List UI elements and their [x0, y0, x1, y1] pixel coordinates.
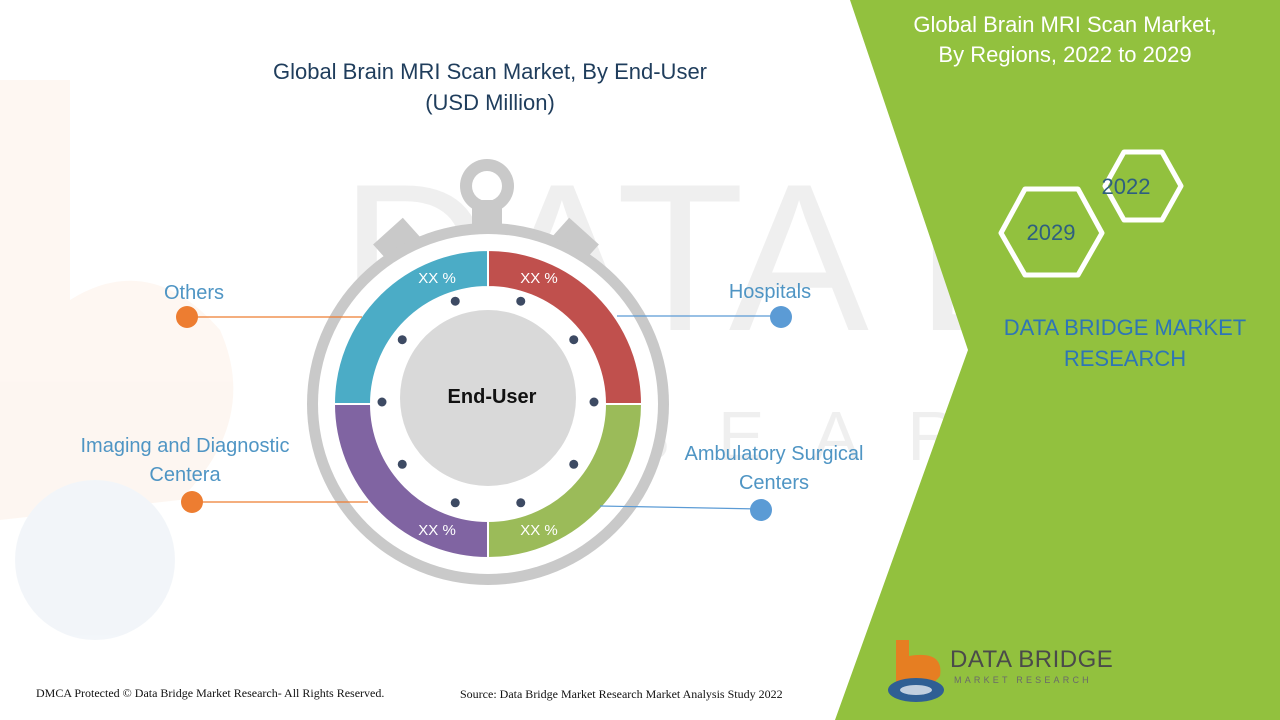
- dial-dot: [516, 498, 526, 508]
- chart-title: Global Brain MRI Scan Market, By End-Use…: [190, 56, 790, 118]
- dial-dots: [377, 296, 599, 508]
- dial-dot: [569, 459, 579, 469]
- dial-dot: [397, 459, 407, 469]
- donut-label-imaging-and-diagnostic-centera: XX %: [418, 522, 456, 539]
- label-imaging: Imaging and Diagnostic Centera: [50, 432, 320, 490]
- end-user-donut: XX % XX % XX % XX %: [332, 248, 644, 560]
- label-imaging-line2: Centera: [149, 464, 221, 486]
- hexagon-2029: [998, 186, 1105, 278]
- hex-year-2022: 2022: [1101, 174, 1151, 199]
- label-imaging-line1: Imaging and Diagnostic: [80, 435, 290, 457]
- chart-title-line2: (USD Million): [425, 90, 555, 115]
- donut-label-ambulatory-surgical-centers: XX %: [520, 522, 558, 539]
- marker-ambulatory: [750, 499, 772, 521]
- green-panel: [835, 0, 1280, 720]
- regions-title-line2: By Regions, 2022 to 2029: [938, 42, 1192, 67]
- data-bridge-logo-icon: [888, 640, 944, 702]
- marker-imaging: [181, 491, 203, 513]
- logo-name: DATA BRIDGE: [950, 646, 1114, 673]
- dial-dot: [516, 296, 526, 306]
- donut-center-label: End-User: [447, 386, 537, 408]
- brand-label-line2: RESEARCH: [1063, 346, 1187, 371]
- brand-label: DATA BRIDGE MARKET RESEARCH: [985, 312, 1265, 374]
- donut-label-others: XX %: [418, 270, 456, 287]
- hex-year-2029: 2029: [1026, 220, 1076, 245]
- chart-title-line1: Global Brain MRI Scan Market, By End-Use…: [272, 59, 708, 84]
- stopwatch-center-disc: [400, 310, 576, 486]
- dial-dot: [569, 335, 579, 345]
- brand-label-line1: DATA BRIDGE MARKET: [1003, 315, 1247, 340]
- leader-line-ambulatory: [599, 505, 761, 510]
- dial-dot: [377, 397, 387, 407]
- marker-hospitals: [770, 306, 792, 328]
- dial-dot: [397, 335, 407, 345]
- marker-others: [176, 306, 198, 328]
- regions-title: Global Brain MRI Scan Market, By Regions…: [880, 10, 1250, 70]
- label-hospitals: Hospitals: [728, 281, 812, 303]
- footer-copyright: DMCA Protected © Data Bridge Market Rese…: [36, 686, 385, 700]
- dial-dot: [450, 296, 460, 306]
- label-ambulatory: Ambulatory Surgical Centers: [654, 440, 894, 498]
- logo-tagline: MARKET RESEARCH: [954, 675, 1092, 685]
- dial-dot: [589, 397, 599, 407]
- donut-label-hospitals: XX %: [520, 270, 558, 287]
- label-others: Others: [163, 282, 225, 304]
- label-ambulatory-line1: Ambulatory Surgical: [684, 443, 864, 465]
- regions-title-line1: Global Brain MRI Scan Market,: [913, 12, 1217, 37]
- footer-source: Source: Data Bridge Market Research Mark…: [460, 687, 783, 701]
- hexagon-2022: [1102, 149, 1184, 223]
- label-ambulatory-line2: Centers: [738, 472, 810, 494]
- stopwatch: XX % XX % XX % XX %: [307, 159, 669, 585]
- dial-dot: [450, 498, 460, 508]
